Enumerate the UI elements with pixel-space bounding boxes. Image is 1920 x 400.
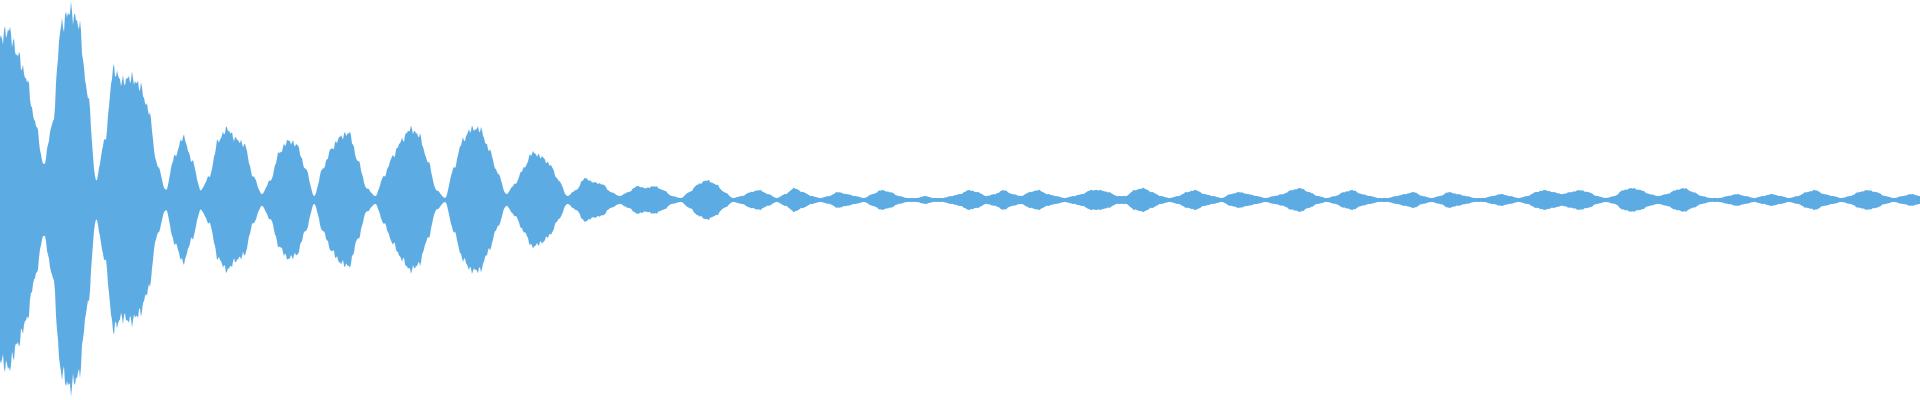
waveform-shape: [0, 1, 1920, 397]
waveform-panel: [0, 1, 1920, 397]
audio-waveform: [0, 1, 1920, 397]
